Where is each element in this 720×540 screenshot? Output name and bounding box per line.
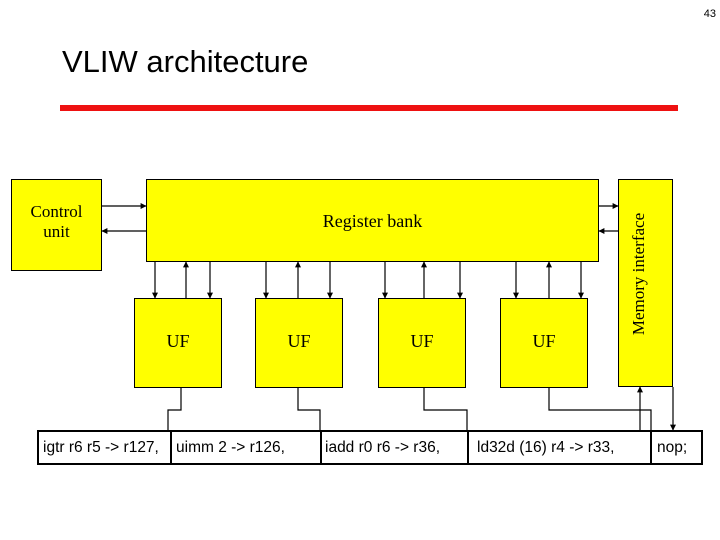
- memory-interface-block: Memory interface: [618, 179, 673, 387]
- slot-separator: [170, 430, 172, 465]
- register-bank-label: Register bank: [322, 211, 423, 231]
- slot4-control: [548, 388, 652, 430]
- slot3-control: [423, 388, 468, 430]
- register-bank-block: Register bank: [146, 179, 599, 262]
- functional-unit-label: UF: [410, 331, 434, 351]
- slot-separator: [467, 430, 469, 465]
- slot-separator: [320, 430, 322, 465]
- functional-unit-3: UF: [378, 298, 466, 388]
- slot2-control: [297, 388, 321, 430]
- instruction-slot-4: ld32d (16) r4 -> r33,: [477, 439, 615, 456]
- instruction-slot-3: iadd r0 r6 -> r36,: [325, 439, 441, 456]
- slot-separator: [650, 430, 652, 465]
- title-underline: [60, 105, 678, 111]
- control-unit-label-line: Control: [30, 202, 83, 221]
- vliw-instruction-word: igtr r6 r5 -> r127, uimm 2 -> r126, iadd…: [37, 430, 703, 465]
- functional-unit-label: UF: [166, 331, 190, 351]
- slot1-control: [167, 388, 182, 430]
- slide-number: 43: [703, 8, 716, 20]
- instruction-slot-2: uimm 2 -> r126,: [176, 439, 285, 456]
- functional-unit-4: UF: [500, 298, 588, 388]
- control-unit-label-line: unit: [43, 222, 70, 241]
- functional-unit-label: UF: [532, 331, 556, 351]
- instruction-slot-5: nop;: [657, 439, 688, 456]
- functional-unit-label: UF: [287, 331, 311, 351]
- functional-unit-1: UF: [134, 298, 222, 388]
- slide-title: VLIW architecture: [62, 44, 309, 79]
- functional-unit-2: UF: [255, 298, 343, 388]
- memory-interface-label: Memory interface: [629, 212, 648, 336]
- instruction-slot-1: igtr r6 r5 -> r127,: [43, 439, 159, 456]
